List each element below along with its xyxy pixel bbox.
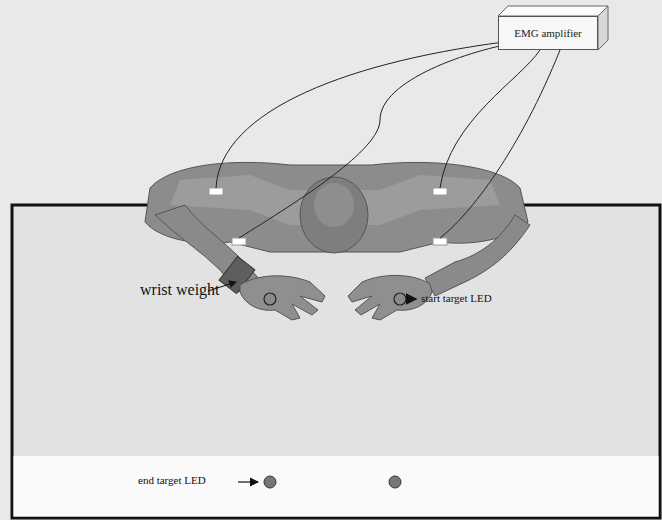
emg-wire <box>440 50 560 238</box>
target-strip <box>14 456 659 517</box>
emg-electrode <box>433 188 447 195</box>
emg-wire <box>239 42 520 238</box>
leader-arrow <box>238 481 258 482</box>
emg-electrode <box>209 188 223 195</box>
part-label: wrist weight <box>140 281 220 299</box>
amplifier-top-face <box>498 6 608 16</box>
part-label: start target LED <box>421 292 492 304</box>
amplifier-side-face <box>598 6 608 50</box>
head <box>300 177 368 253</box>
leader-arrow <box>407 298 416 300</box>
emg-wire <box>440 50 540 188</box>
start-target-led <box>264 293 276 305</box>
box-label: EMG amplifier <box>508 25 588 42</box>
amplifier-box: EMG amplifier <box>498 16 598 50</box>
left-hand <box>240 276 325 320</box>
emg-electrode <box>433 238 447 245</box>
part-label: end target LED <box>138 474 206 486</box>
end-target-led <box>389 476 401 488</box>
head-shading <box>314 183 354 227</box>
right-hand <box>348 275 432 320</box>
end-target-led <box>264 476 276 488</box>
emg-wire <box>216 40 520 188</box>
emg-electrode <box>232 238 246 245</box>
start-target-led <box>394 293 406 305</box>
right-forearm <box>425 215 530 296</box>
